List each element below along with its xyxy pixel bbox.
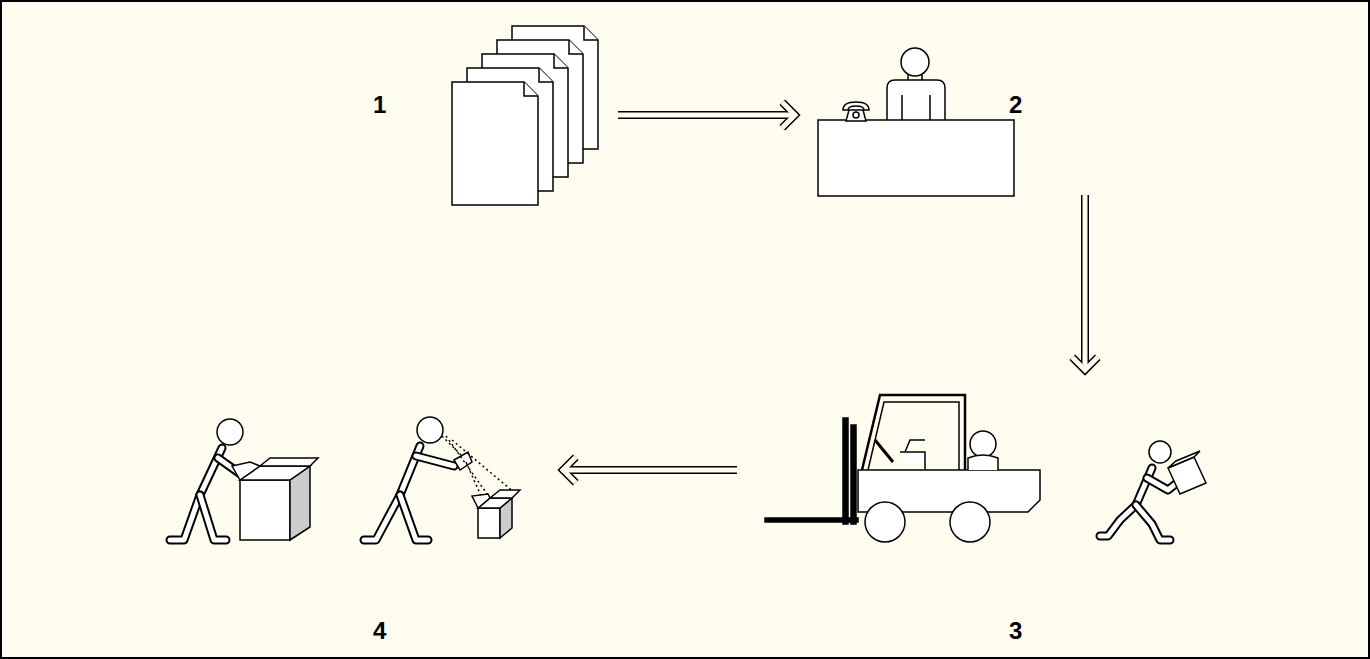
page-fold xyxy=(539,68,553,82)
big-box-front xyxy=(240,480,290,540)
step-group: 1 xyxy=(365,20,605,210)
arrow-body xyxy=(563,457,576,482)
step-number: 4 xyxy=(373,619,386,643)
limb xyxy=(1136,505,1170,540)
limb xyxy=(400,495,428,540)
limb xyxy=(416,456,454,466)
arrow-outline xyxy=(1081,195,1089,370)
limb-outline xyxy=(400,495,428,540)
arrow-outline xyxy=(618,111,795,119)
document-stack xyxy=(452,26,598,205)
step-group: 2 xyxy=(815,40,1100,200)
forklift xyxy=(765,395,1040,542)
limb xyxy=(170,495,200,540)
flow-arrow xyxy=(1072,195,1097,370)
head xyxy=(1149,441,1171,463)
step-number: 3 xyxy=(1009,619,1022,643)
limb-outline xyxy=(1100,505,1136,536)
page-fold xyxy=(554,54,568,68)
limb xyxy=(1100,505,1136,536)
limb-outline xyxy=(416,456,454,466)
workers xyxy=(170,417,1206,540)
arrow-body xyxy=(782,102,795,127)
flow-arrow xyxy=(618,102,795,127)
limb xyxy=(1136,468,1152,505)
step-number: 1 xyxy=(373,93,386,117)
step-number: 2 xyxy=(1009,93,1022,117)
head xyxy=(217,419,243,445)
limb-outline xyxy=(200,495,226,540)
small-box-front xyxy=(478,508,500,538)
head xyxy=(417,417,443,443)
limb-outline xyxy=(1136,505,1170,540)
arrow-body xyxy=(1083,195,1088,370)
limb-outline xyxy=(364,495,400,540)
carried-box-top xyxy=(1168,451,1200,468)
sight-line xyxy=(442,436,516,498)
big-box-flap xyxy=(232,462,260,480)
limb-outline xyxy=(1136,468,1152,505)
small-box-flap xyxy=(490,490,520,498)
flow-arrow xyxy=(563,457,737,482)
page-fold xyxy=(584,26,598,40)
small-box-flap xyxy=(472,494,490,508)
big-box-flap xyxy=(260,458,318,466)
page-fold xyxy=(569,40,583,54)
clerk-at-desk xyxy=(818,48,1014,196)
limb xyxy=(364,495,400,540)
step-group: 3 xyxy=(760,390,1215,650)
page xyxy=(452,82,538,205)
limb-outline xyxy=(170,495,200,540)
page-fold xyxy=(524,82,538,96)
arrow-body xyxy=(618,113,795,118)
arrow-outline xyxy=(563,466,737,474)
step-group: 4 xyxy=(160,405,540,650)
limb xyxy=(200,495,226,540)
arrow-body xyxy=(563,468,737,473)
arrow-body xyxy=(1072,357,1097,370)
